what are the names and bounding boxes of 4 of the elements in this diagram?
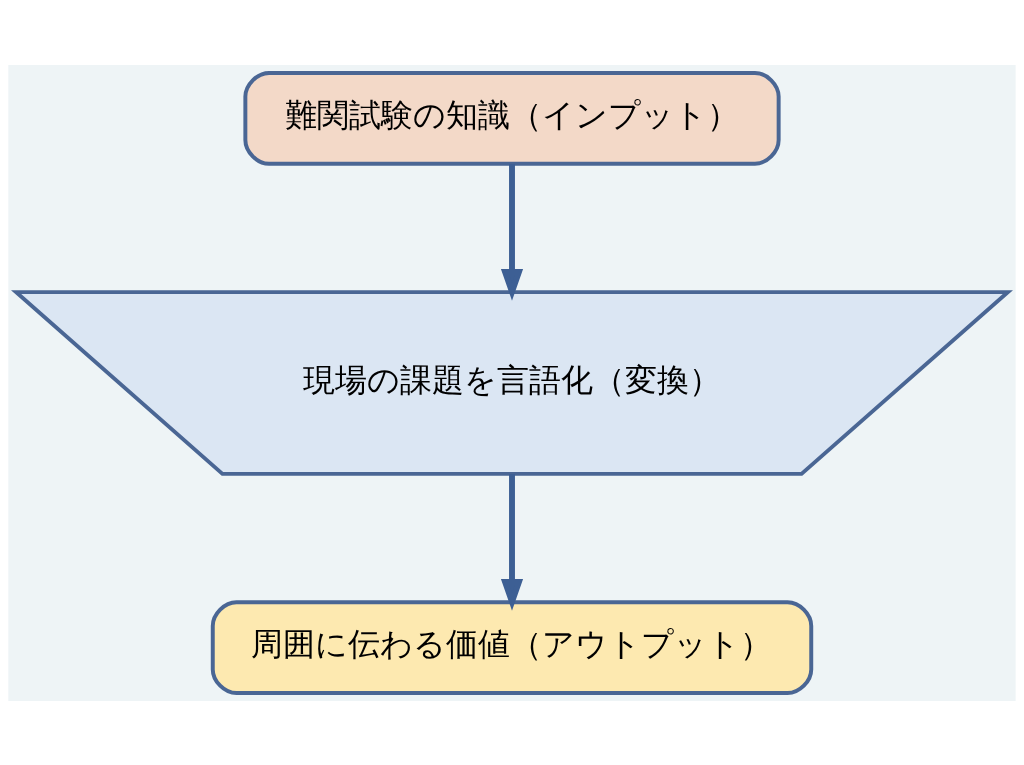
node-box: 難関試験の知識（インプット） xyxy=(243,70,781,166)
arrow xyxy=(500,163,524,301)
arrow xyxy=(500,473,524,611)
node-box: 周囲に伝わる価値（アウトプット） xyxy=(210,599,814,695)
